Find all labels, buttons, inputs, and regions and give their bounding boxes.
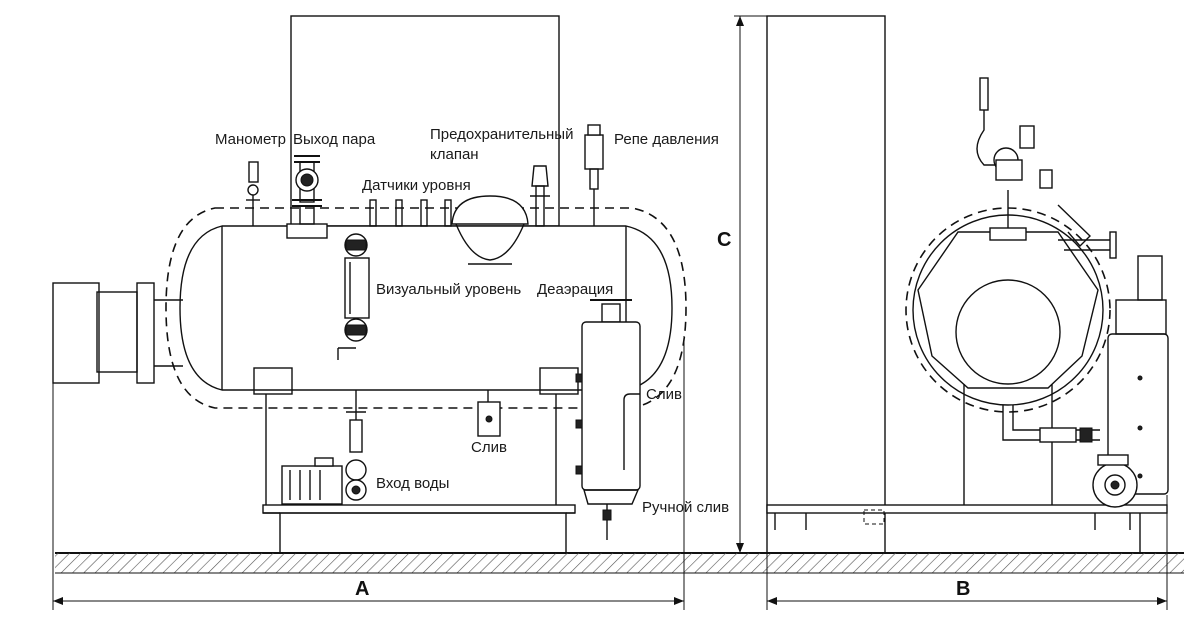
label-drain-right: Слив <box>646 386 682 403</box>
pressure-relay <box>584 124 604 226</box>
dimension-c <box>734 15 767 553</box>
label-pressure-relay: Репе давления <box>614 131 719 148</box>
diagram-labels: Манометр Выход пара Датчики уровня Предо… <box>215 126 970 600</box>
dimension-b <box>766 495 1168 610</box>
ground <box>55 552 1184 574</box>
visual-level-gauge <box>337 233 370 360</box>
label-deaeration: Деаэрация <box>537 281 613 298</box>
front-furnace-tube <box>955 279 1061 385</box>
label-manometer: Манометр <box>215 131 286 148</box>
front-view <box>766 15 1169 554</box>
manometer-gauge <box>246 161 260 226</box>
label-manual-drain: Ручной слив <box>642 499 729 516</box>
chimney-frame <box>290 15 560 227</box>
tank-dome <box>451 195 529 225</box>
side-view <box>52 15 687 554</box>
label-water-inlet: Вход воды <box>376 475 449 492</box>
front-stand <box>766 384 1168 553</box>
safety-valve <box>530 165 550 227</box>
label-level-sensors: Датчики уровня <box>362 177 471 194</box>
deaeration-tank <box>575 299 641 540</box>
dimension-label-a: A <box>355 578 369 600</box>
dimension-label-b: B <box>956 578 970 600</box>
front-deaeration-tank <box>1107 255 1169 495</box>
bottom-drain-valve <box>477 390 501 437</box>
front-shell-insulation <box>905 207 1111 413</box>
label-visual-level: Визуальный уровень <box>376 281 521 298</box>
support-frame <box>253 367 579 554</box>
water-inlet-pump <box>281 390 367 505</box>
label-drain-bottom: Слив <box>471 439 507 456</box>
dimension-a <box>52 336 685 610</box>
chimney-frame-front <box>766 15 886 554</box>
label-safety-valve-2: клапан <box>430 146 479 163</box>
dimension-label-c: C <box>717 229 731 251</box>
label-steam-outlet: Выход пара <box>293 131 376 148</box>
front-top-valves <box>976 77 1053 241</box>
burner-flange <box>52 282 183 384</box>
level-sensor-nozzles <box>369 199 452 227</box>
front-side-nozzle <box>1057 204 1117 259</box>
front-pump <box>1002 405 1138 508</box>
steam-outlet-valve <box>286 155 328 239</box>
label-safety-valve-1: Предохранительный <box>430 126 573 143</box>
